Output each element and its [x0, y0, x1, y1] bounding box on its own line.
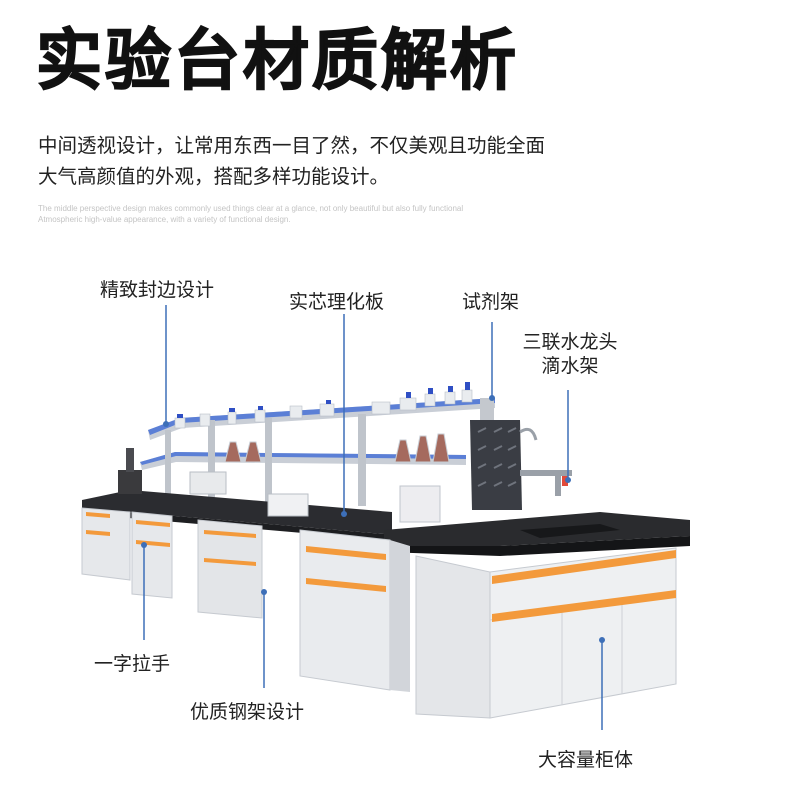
callout-cabinet: 大容量柜体: [538, 749, 634, 771]
callout-lines: [143, 305, 603, 730]
callout-solid-core-board: 实芯理化板: [289, 291, 385, 313]
callout-handle: 一字拉手: [94, 653, 171, 675]
left-cabinets: [81, 507, 410, 692]
callout-dots: [141, 395, 605, 643]
english-line-1: The middle perspective design makes comm…: [38, 204, 464, 213]
intro-line-2: 大气高颜值的外观，搭配多样功能设计。: [38, 165, 390, 188]
callout-faucet-line-2: 滴水架: [541, 355, 599, 377]
reagent-shelf: [140, 382, 572, 510]
countertop: [82, 490, 690, 556]
page-title: 实验台材质解析: [35, 22, 519, 99]
callout-faucet: 三联水龙头 滴水架: [512, 330, 628, 378]
callout-faucet-line-1: 三联水龙头: [522, 331, 618, 353]
english-line-2: Atmospheric high-value appearance, with …: [38, 215, 291, 224]
counter-equipment: [118, 448, 441, 523]
intro-text: 中间透视设计，让常用东西一目了然，不仅美观且功能全面 大气高颜值的外观，搭配多样…: [38, 130, 658, 192]
callout-steel-frame: 优质钢架设计: [190, 701, 305, 723]
right-cabinet: [415, 547, 677, 719]
english-subtitle: The middle perspective design makes comm…: [38, 203, 463, 225]
callout-edge-banding: 精致封边设计: [100, 279, 215, 301]
intro-line-1: 中间透视设计，让常用东西一目了然，不仅美观且功能全面: [38, 134, 546, 157]
callout-reagent-rack: 试剂架: [462, 291, 520, 313]
